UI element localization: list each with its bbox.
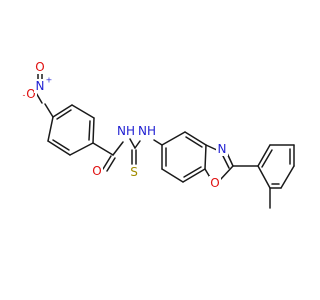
- molecule-diagram: O - N + O O NH S NH N: [23, 60, 295, 209]
- bond-ring2-2-inner: [185, 136, 203, 148]
- bond-carbonyl-o-a: [102, 155, 112, 170]
- bond-ring1-4-inner: [88, 120, 91, 141]
- atom-symbol: O: [26, 87, 35, 101]
- bond-ring2-2: [184, 131, 207, 146]
- bond-nh-cs: [129, 138, 136, 149]
- bond-ring1-2: [47, 140, 71, 156]
- bond-ring2-3: [204, 144, 207, 170]
- bond-ring1-6: [52, 104, 73, 118]
- atom-symbol: N: [36, 79, 45, 93]
- bond-ring1-3: [69, 142, 94, 156]
- atom-nitro-n-plus: N +: [34, 76, 53, 93]
- bond-ring3-4: [280, 165, 295, 189]
- atom-amide-nh: NH: [117, 124, 135, 138]
- bond-carbonyl-o-b: [106, 157, 116, 172]
- bonds: [34, 71, 295, 209]
- atom-symbol: O: [35, 60, 44, 74]
- atom-symbol: N: [218, 142, 227, 156]
- atom-amide-o: O: [91, 164, 103, 178]
- bond-ring1-2-inner: [52, 139, 70, 151]
- bond-ring1-1: [47, 116, 54, 142]
- atom-thio-s: S: [128, 165, 140, 179]
- atom-symbol: NH: [138, 124, 156, 138]
- bond-ring2-5: [161, 168, 184, 183]
- atom-nitro-o-double: O: [34, 60, 46, 74]
- bond-oxazole-n-c-b: [222, 155, 230, 169]
- bond-ring1-6-inner: [56, 109, 72, 120]
- bond-ring1-4: [92, 117, 95, 144]
- bond-oxazole-c-o: [219, 165, 234, 181]
- bond-ring2-1: [161, 131, 186, 146]
- bond-ring3-1: [257, 144, 271, 167]
- atom-symbol: O: [210, 176, 219, 190]
- bond-ring3-1-inner: [261, 149, 273, 168]
- atom-charge: +: [46, 76, 53, 85]
- atom-oxazole-n: N: [216, 142, 228, 156]
- bond-cs-nh: [134, 140, 141, 149]
- bond-ring1-5: [71, 104, 95, 119]
- bond-ring-carbonyl: [92, 142, 114, 156]
- atom-oxazole-o: O: [209, 176, 221, 190]
- atom-symbol: O: [92, 164, 101, 178]
- atom-symbol: S: [130, 165, 138, 179]
- atom-labels: O - N + O O NH S NH N: [23, 60, 228, 190]
- bond-ring3-6: [257, 165, 271, 189]
- atom-symbol: NH: [117, 124, 135, 138]
- atom-thio-nh: NH: [138, 124, 156, 138]
- bond-ring2-4-inner: [183, 166, 202, 178]
- bond-n-ring: [44, 103, 54, 118]
- atom-charge: -: [23, 91, 26, 100]
- bond-carbonyl-nh: [112, 141, 124, 156]
- bond-ring2-4: [182, 168, 206, 183]
- molecule-structure: O - N + O O NH S NH N: [23, 60, 295, 209]
- bond-nh-ring2: [153, 139, 163, 146]
